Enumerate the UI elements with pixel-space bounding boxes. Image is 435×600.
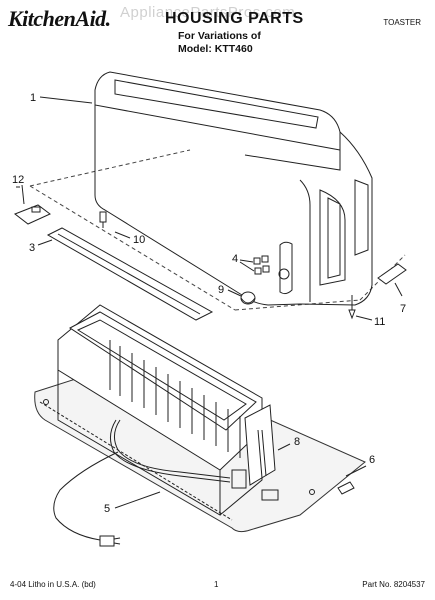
part-number: Part No. 8204537 bbox=[362, 580, 425, 589]
exploded-parts-diagram: 1 12 10 3 4 9 7 11 8 6 5 bbox=[12, 71, 407, 547]
callout-leaders bbox=[16, 96, 93, 188]
base-strip-part bbox=[37, 227, 214, 321]
callout-7: 7 bbox=[400, 303, 406, 315]
page-title: HOUSING PARTS bbox=[165, 10, 304, 27]
carriage-part bbox=[231, 404, 291, 501]
pin-part bbox=[99, 211, 131, 239]
housing-cover-part bbox=[94, 71, 373, 306]
callout-3: 3 bbox=[29, 242, 35, 254]
header: AppliancePartsPros.com KitchenAid. HOUSI… bbox=[0, 0, 435, 70]
callout-11: 11 bbox=[374, 316, 385, 328]
inner-chassis-frame bbox=[57, 304, 263, 516]
callout-10: 10 bbox=[133, 234, 145, 246]
category-label: TOASTER bbox=[383, 18, 421, 27]
subtitle-model: Model: KTT460 bbox=[178, 43, 253, 55]
callout-1: 1 bbox=[30, 92, 36, 104]
callout-6: 6 bbox=[369, 454, 375, 466]
callout-12: 12 bbox=[12, 174, 24, 186]
print-info: 4-04 Litho in U.S.A. (bd) bbox=[10, 580, 96, 589]
callout-9: 9 bbox=[218, 284, 224, 296]
page-number: 1 bbox=[214, 580, 219, 589]
knob-part bbox=[227, 289, 256, 305]
control-hardware-part bbox=[239, 255, 270, 275]
brand-logo-text: KitchenAid. bbox=[8, 6, 111, 31]
subtitle-variations: For Variations of bbox=[178, 30, 261, 42]
lever-part bbox=[13, 184, 51, 225]
power-cord-part bbox=[53, 419, 231, 547]
foot-part bbox=[337, 465, 367, 495]
callout-4: 4 bbox=[232, 253, 238, 265]
callout-5: 5 bbox=[104, 503, 110, 515]
callout-8: 8 bbox=[294, 436, 300, 448]
watermark-text: AppliancePartsPros.com bbox=[120, 4, 296, 21]
end-cap-part bbox=[377, 263, 407, 297]
screw-part bbox=[348, 295, 373, 321]
